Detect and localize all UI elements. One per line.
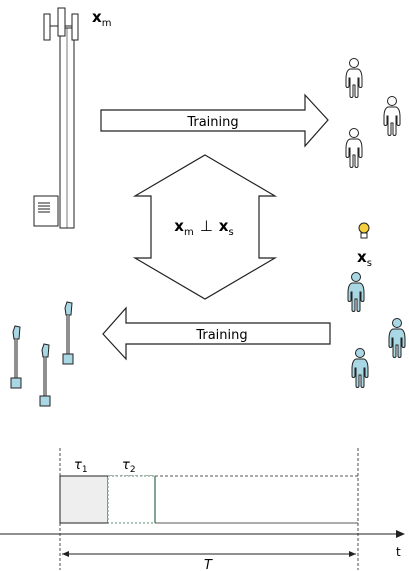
timing-diagram xyxy=(0,448,405,570)
macro-users xyxy=(345,58,401,168)
period-label: T xyxy=(204,558,213,571)
user-icon xyxy=(388,318,406,358)
training-top-label: Training xyxy=(186,115,238,130)
user-icon xyxy=(345,58,363,98)
small-ap-icon xyxy=(61,300,75,366)
macro-tower-icon xyxy=(33,7,79,229)
training-bottom-label: Training xyxy=(195,328,247,343)
time-axis-label: t xyxy=(396,545,401,559)
tau2-label: τ2 xyxy=(122,458,136,475)
small-aps xyxy=(9,300,75,408)
tau2-block xyxy=(107,475,156,524)
user-icon xyxy=(351,348,369,388)
macro-label: xm xyxy=(92,8,111,29)
double-arrow-icon xyxy=(132,154,278,300)
tau1-label: τ1 xyxy=(74,458,88,475)
lightbulb-icon xyxy=(358,222,370,239)
arrow-right-icon xyxy=(100,93,329,148)
arrow-left-icon xyxy=(102,306,331,361)
tau1-block xyxy=(59,475,109,524)
small-users xyxy=(347,272,406,388)
user-icon xyxy=(347,272,365,312)
user-icon xyxy=(345,128,363,168)
orthogonality-label: xm⊥xs xyxy=(174,217,233,238)
small-label: xs xyxy=(357,248,372,269)
small-ap-icon xyxy=(9,324,23,390)
small-ap-icon xyxy=(38,342,52,408)
user-icon xyxy=(383,96,401,136)
